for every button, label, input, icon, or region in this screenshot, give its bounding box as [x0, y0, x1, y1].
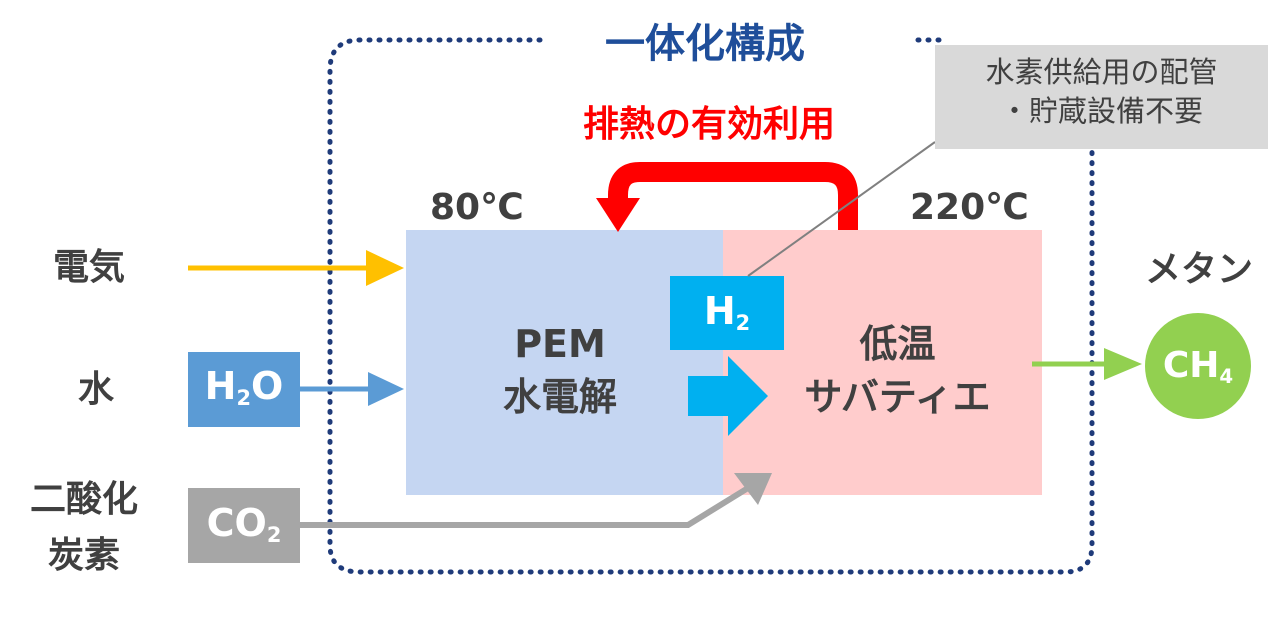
- heat-arrow-head: [596, 198, 640, 232]
- h2o-box: [188, 352, 300, 427]
- heat-label: 排熱の有効利用: [583, 104, 836, 145]
- co2-formula: CO2: [206, 501, 282, 547]
- sabatier-label-line-2: サバティエ: [804, 375, 991, 420]
- electricity-label: 電気: [53, 247, 126, 288]
- note-line-2: ・貯蔵設備不要: [999, 94, 1203, 129]
- pem-block: [406, 230, 723, 495]
- sabatier-label-line-1: 低温: [859, 322, 936, 366]
- water-arrow-head: [368, 372, 404, 406]
- h2-box: [670, 276, 784, 350]
- co2-arrow: [300, 485, 750, 528]
- electricity-arrow-head: [366, 250, 404, 286]
- pem-temperature: 80℃: [430, 187, 524, 228]
- water-label: 水: [78, 369, 115, 410]
- note-box: 水素供給用の配管 ・貯蔵設備不要: [935, 45, 1268, 149]
- methane-label: メタン: [1145, 249, 1254, 290]
- sabatier-block: [723, 230, 1042, 495]
- ch4-formula: CH4: [1162, 345, 1234, 388]
- methane-arrow-head: [1104, 348, 1142, 380]
- pem-block-label: PEM 水電解: [460, 318, 660, 424]
- co2-box: [188, 488, 300, 563]
- diagram-title: 一体化構成: [605, 21, 805, 67]
- sabatier-temperature: 220℃: [910, 187, 1029, 228]
- ch4-circle: [1145, 313, 1251, 419]
- pem-label-line-2: 水電解: [502, 375, 617, 420]
- h2o-formula: H2O: [204, 364, 284, 410]
- co2-label-line-2: 炭素: [48, 535, 121, 576]
- sabatier-block-label: 低温 サバティエ: [790, 318, 1005, 424]
- pem-label-line-1: PEM: [514, 322, 606, 366]
- note-callout-line: [747, 141, 936, 277]
- co2-arrow-head: [734, 473, 772, 505]
- h2-transfer-arrow: [688, 356, 768, 436]
- heat-arrow: [608, 162, 858, 230]
- co2-label-line-1: 二酸化: [30, 479, 139, 520]
- note-line-1: 水素供給用の配管: [985, 55, 1218, 89]
- integration-frame: [327, 37, 1095, 575]
- h2-formula: H2: [703, 289, 751, 335]
